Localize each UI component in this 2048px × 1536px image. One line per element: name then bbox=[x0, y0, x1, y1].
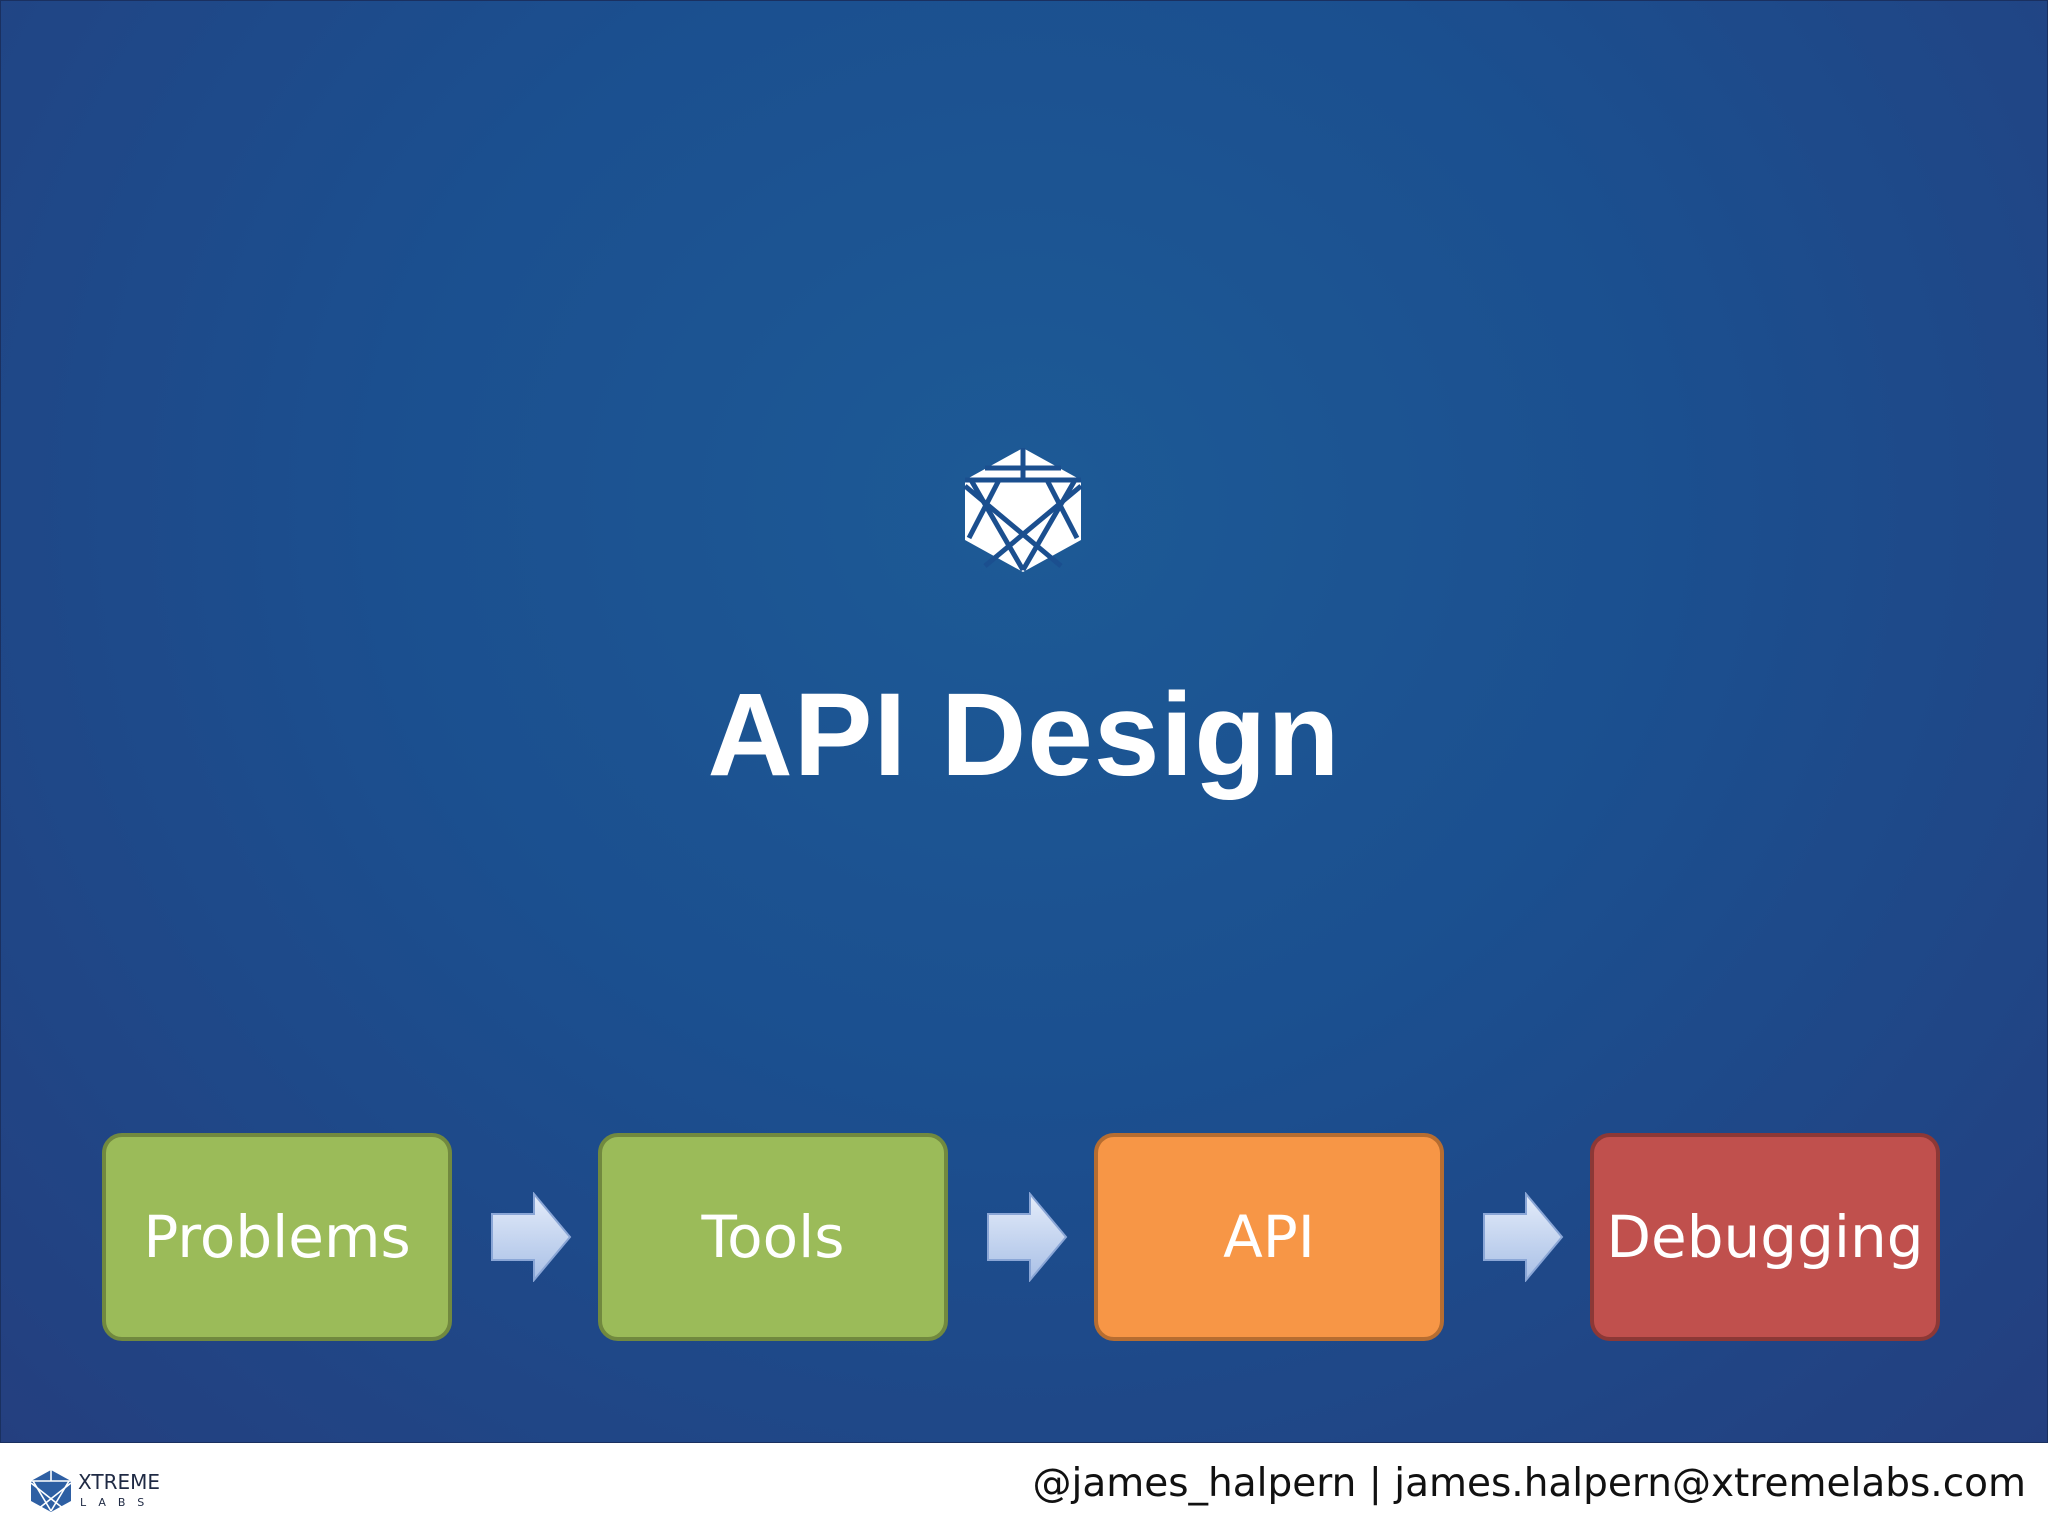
step-label: Tools bbox=[701, 1203, 845, 1271]
right-arrow-icon bbox=[987, 1192, 1068, 1282]
logo-wordmark: XTREME bbox=[78, 1470, 160, 1494]
step-api: API bbox=[1094, 1133, 1444, 1341]
right-arrow-icon bbox=[491, 1192, 572, 1282]
footer: XTREME LABS @james_halpern | james.halpe… bbox=[0, 1443, 2048, 1536]
contact-info: @james_halpern | james.halpern@xtremelab… bbox=[1032, 1461, 2026, 1506]
step-problems: Problems bbox=[102, 1133, 452, 1341]
step-label: Debugging bbox=[1606, 1203, 1924, 1271]
step-label: Problems bbox=[143, 1203, 411, 1271]
right-arrow-icon bbox=[1483, 1192, 1564, 1282]
step-label: API bbox=[1223, 1203, 1315, 1271]
logo-subtext: LABS bbox=[80, 1496, 157, 1509]
slide-title: API Design bbox=[707, 669, 1341, 801]
step-debugging: Debugging bbox=[1590, 1133, 1940, 1341]
xtreme-labs-emblem-icon bbox=[963, 448, 1083, 572]
step-tools: Tools bbox=[598, 1133, 948, 1341]
slide: API Design Problems Tools API Debugging bbox=[0, 0, 2048, 1443]
xtreme-labs-logo-icon bbox=[30, 1470, 72, 1512]
